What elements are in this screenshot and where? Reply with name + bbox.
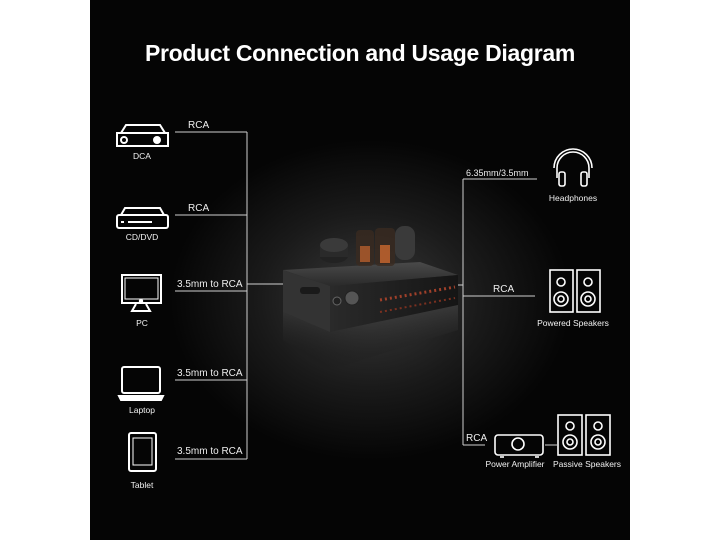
dac-icon (116, 124, 169, 147)
device-label-tablet: Tablet (130, 480, 154, 490)
cable-label-dca: RCA (188, 120, 210, 131)
cable-label-laptop: 3.5mm to RCA (177, 368, 243, 379)
headphones-icon (553, 148, 593, 187)
speakers-icon-passive (557, 414, 611, 456)
device-label-laptop: Laptop (129, 405, 155, 415)
speakers-icon-powered (549, 269, 601, 313)
device-label-dca: DCA (133, 151, 151, 161)
device-label-powered-speakers: Powered Speakers (537, 318, 609, 328)
cd-dvd-player-icon (116, 207, 169, 229)
cable-label-tablet: 3.5mm to RCA (177, 446, 243, 457)
device-label-cd-dvd: CD/DVD (125, 232, 159, 242)
device-label-headphones: Headphones (548, 193, 598, 203)
device-label-power-amplifier: Power Amplifier (485, 459, 545, 469)
page-title: Product Connection and Usage Diagram (144, 40, 576, 66)
input-lines (175, 131, 283, 460)
cable-label-headphones: 6.35mm/3.5mm (466, 168, 529, 178)
amplifier-icon (494, 434, 544, 458)
tablet-icon (128, 432, 157, 472)
device-label-pc: PC (136, 318, 148, 328)
device-label-passive-speakers: Passive Speakers (552, 459, 622, 469)
cable-label-cd-dvd: RCA (188, 203, 210, 214)
laptop-icon (117, 366, 165, 401)
cable-label-amplifier: RCA (466, 433, 488, 444)
output-lines (452, 178, 557, 446)
pc-monitor-icon (121, 274, 162, 312)
cable-label-pc: 3.5mm to RCA (177, 279, 243, 290)
cable-label-powered-speakers: RCA (493, 284, 515, 295)
